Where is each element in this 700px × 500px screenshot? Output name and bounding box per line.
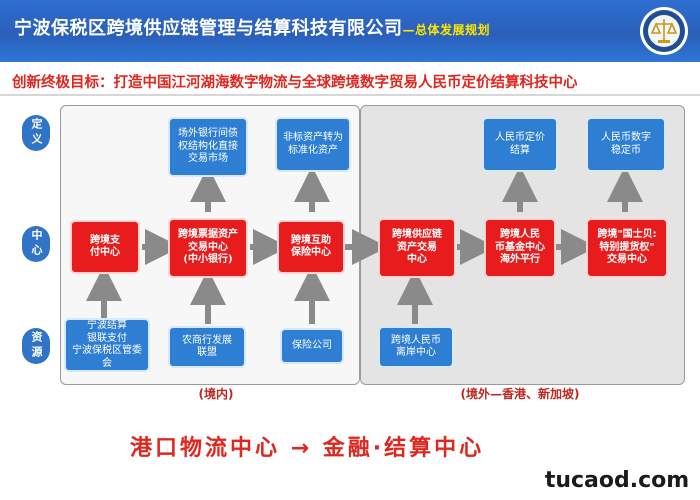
- definition-node-2: 非标资产转为 标准化资产: [275, 117, 351, 172]
- center-node-2: 跨境票据资产 交易中心 (中小银行): [168, 218, 248, 278]
- definition-node-4: 人民币数字 稳定币: [586, 117, 666, 172]
- row-label-resource: 资源: [22, 328, 50, 364]
- row-label-center: 中心: [22, 226, 50, 262]
- resource-node-4: 跨境人民币 离岸中心: [378, 326, 454, 368]
- definition-node-3: 人民币定价 结算: [482, 117, 558, 172]
- slogan: 港口物流中心 → 金融·结算中心: [130, 436, 485, 461]
- divider: [0, 94, 700, 96]
- company-title: 宁波保税区跨境供应链管理与结算科技有限公司—总体发展规划: [14, 14, 490, 40]
- center-node-4: 跨境供应链 资产交易 中心: [378, 218, 456, 278]
- header-bar: 宁波保税区跨境供应链管理与结算科技有限公司—总体发展规划: [0, 0, 700, 62]
- center-node-5: 跨境人民 币基金中心 海外平行: [484, 218, 556, 278]
- row-label-definition: 定义: [22, 115, 50, 151]
- ultimate-goal-text: 创新终极目标：打造中国江河湖海数字物流与全球跨境数字贸易人民币定价结算科技中心: [12, 75, 578, 91]
- region-domestic: (境内): [182, 385, 250, 402]
- center-node-6: 跨境"国士贝: 特别提货权" 交易中心: [586, 218, 668, 278]
- resource-node-1: 宁波结算 银联支付 宁波保税区管委会: [64, 318, 150, 372]
- resource-node-3: 保险公司: [280, 328, 344, 364]
- title-suffix: —总体发展规划: [402, 23, 491, 37]
- definition-node-1: 场外银行间债 权结构化直接 交易市场: [168, 117, 248, 177]
- center-node-3: 跨境互助 保险中心: [277, 220, 345, 274]
- region-overseas: (境外—香港、新加坡): [452, 385, 588, 402]
- company-name: 宁波保税区跨境供应链管理与结算科技有限公司: [14, 18, 403, 39]
- company-logo-icon: [640, 7, 688, 55]
- resource-node-2: 农商行发展 联盟: [168, 326, 246, 368]
- center-node-1: 跨境支 付中心: [70, 220, 140, 274]
- watermark: tucaod.com: [544, 467, 690, 493]
